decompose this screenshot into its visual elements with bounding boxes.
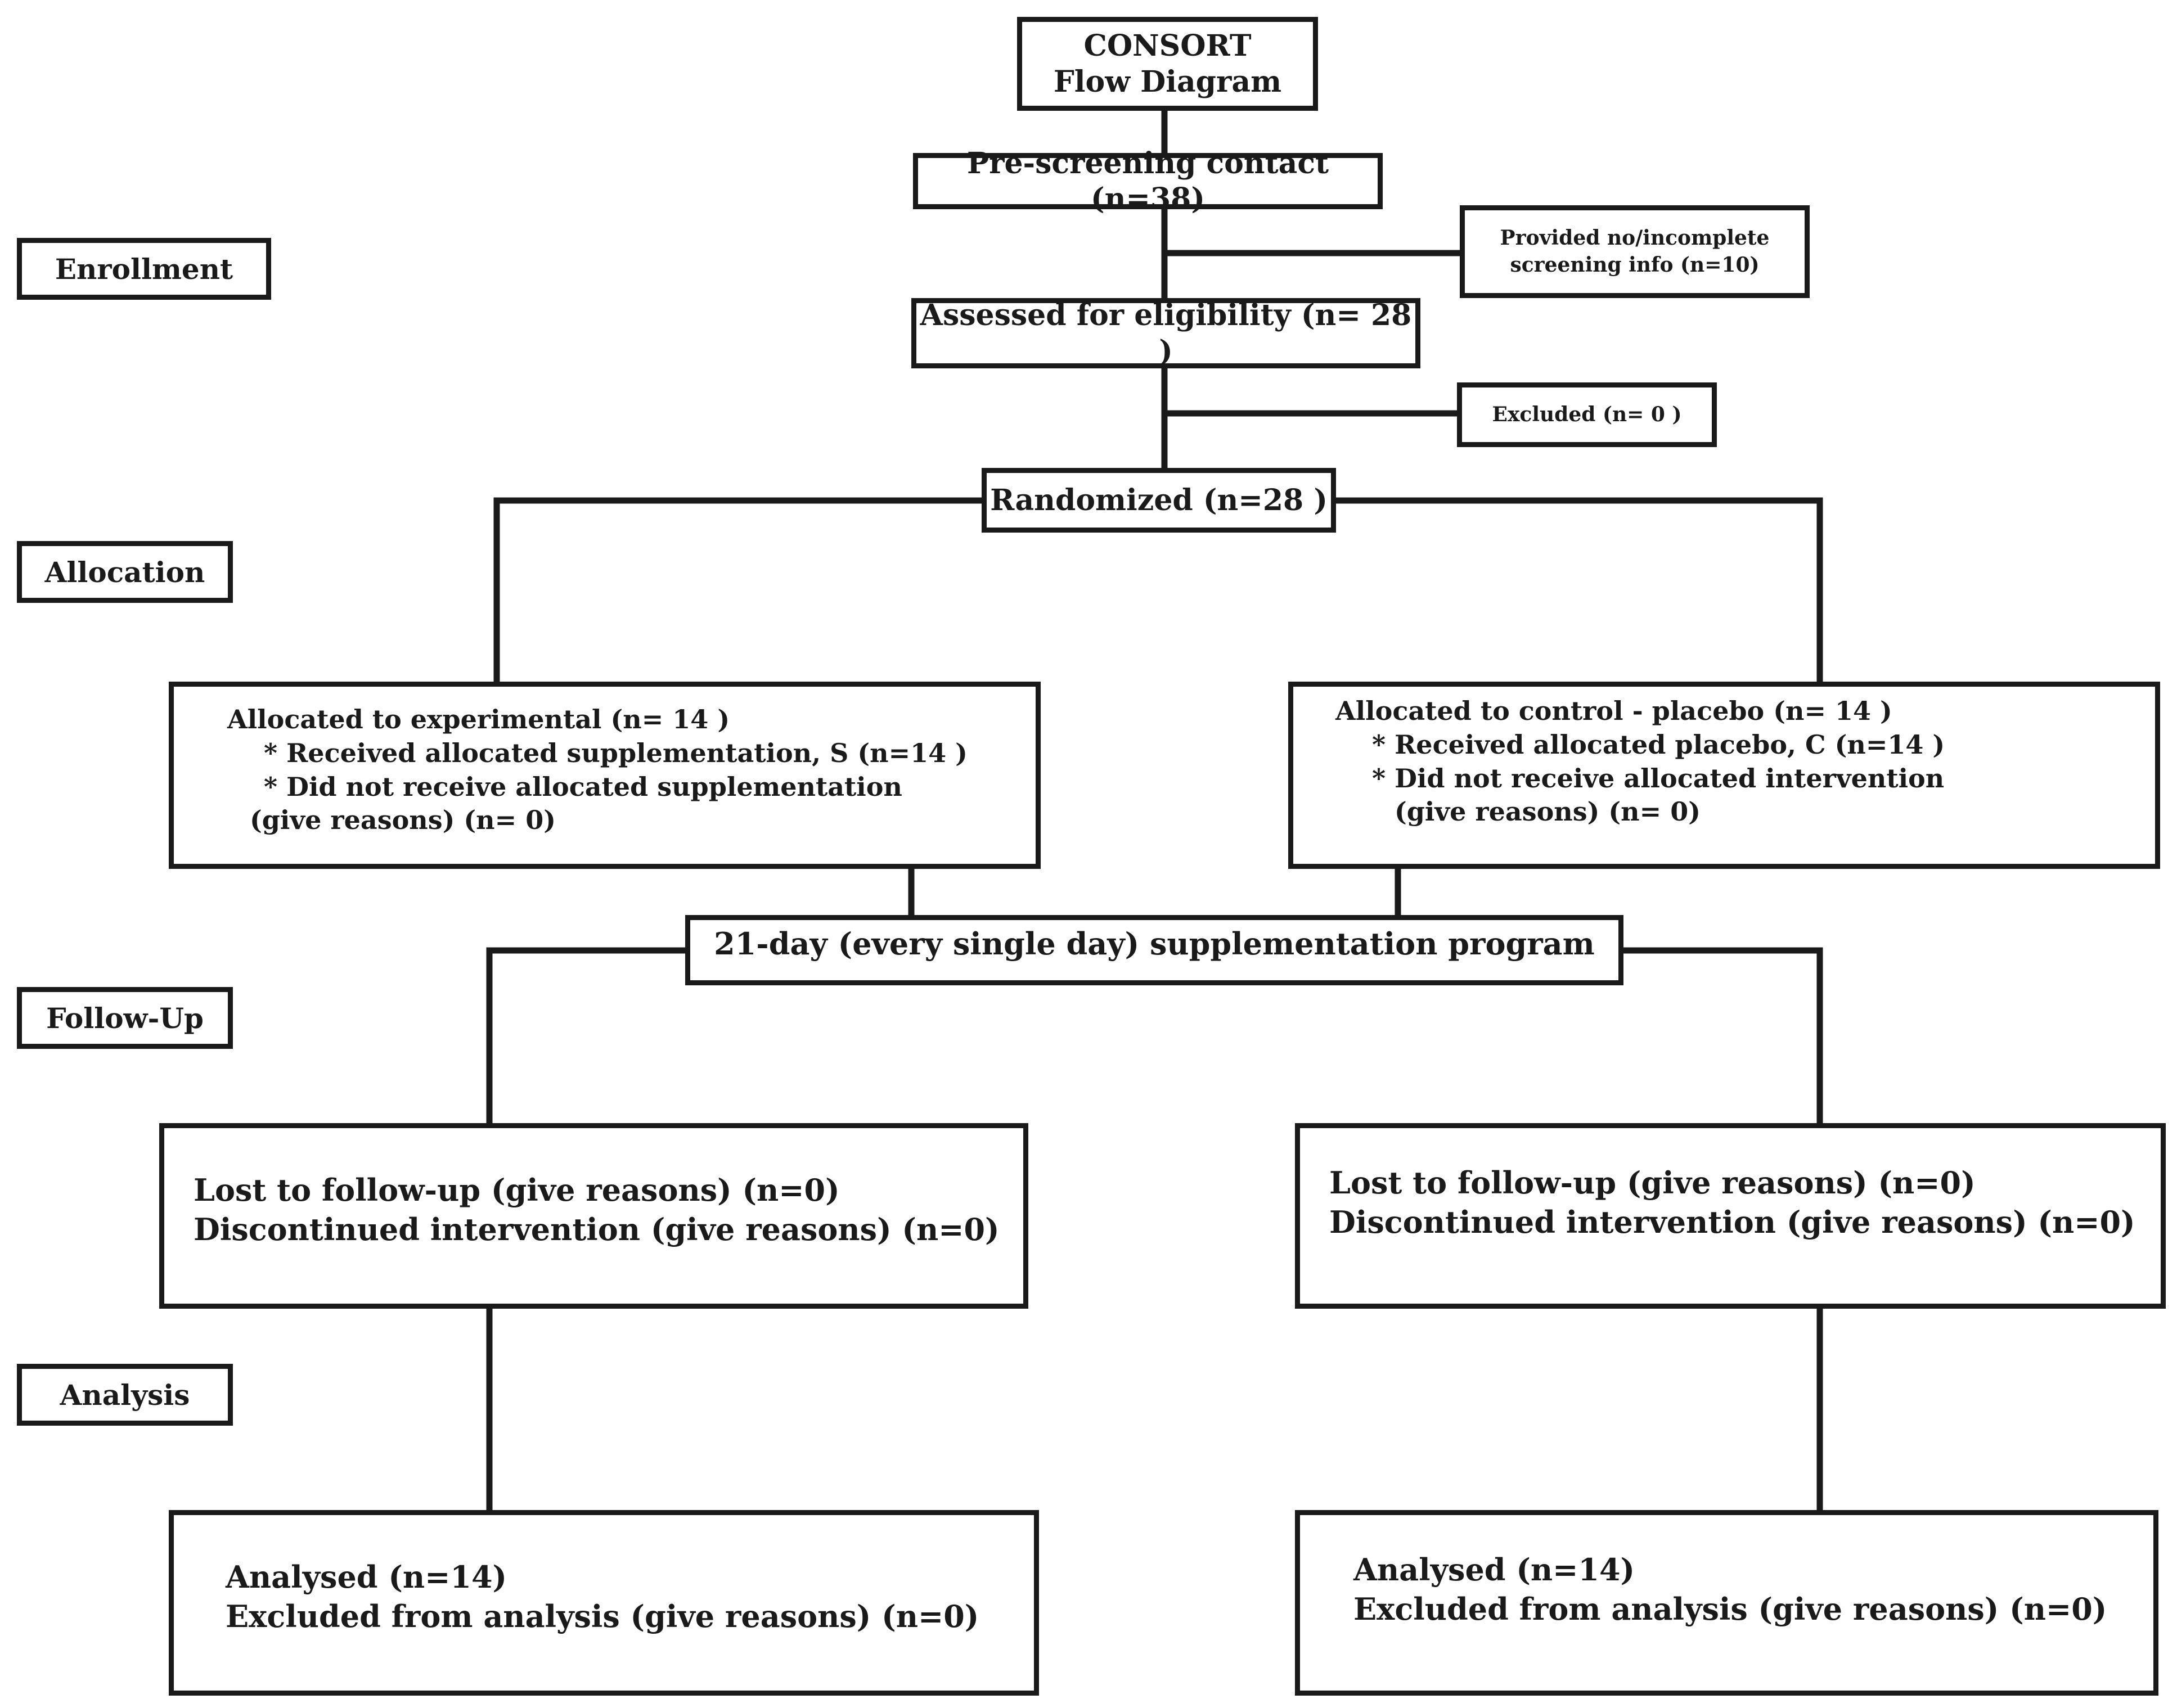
stage-label-allocation-text: Allocation [44, 555, 205, 589]
analysis-experimental-box: Analysed (n=14) Excluded from analysis (… [169, 1510, 1039, 1696]
analysis-control-line-1: Analysed (n=14) [1353, 1551, 1635, 1588]
follow-up-experimental-box: Lost to follow-up (give reasons) (n=0) D… [159, 1123, 1028, 1309]
program-box: 21-day (every single day) supplementatio… [685, 915, 1623, 985]
connector-randomized-experimental [493, 497, 987, 687]
assessed-text: Assessed for eligibility (n= 28 ) [920, 298, 1412, 368]
allocation-control-line-4: (give reasons) (n= 0) [1395, 796, 1701, 827]
prescreening-text: Pre-screening contact (n=38) [966, 146, 1329, 216]
connector-program-lost-experimental [486, 947, 691, 1129]
program-text: 21-day (every single day) supplementatio… [714, 926, 1595, 962]
no-info-line-1: Provided no/incomplete [1500, 226, 1770, 250]
follow-up-control-line-2: Discontinued intervention (give reasons)… [1329, 1204, 2135, 1240]
stage-label-follow-up-text: Follow-Up [46, 1001, 204, 1035]
allocation-experimental-box: Allocated to experimental (n= 14 ) * Rec… [169, 682, 1041, 869]
connector-program-lost-control [1618, 947, 1823, 1129]
no-info-box: Provided no/incomplete screening info (n… [1460, 205, 1810, 298]
follow-up-control-box: Lost to follow-up (give reasons) (n=0) D… [1295, 1123, 2166, 1309]
randomized-text: Randomized (n=28 ) [990, 483, 1328, 517]
follow-up-experimental-line-1: Lost to follow-up (give reasons) (n=0) [194, 1171, 840, 1208]
allocation-control-line-1: Allocated to control - placebo (n= 14 ) [1335, 695, 1892, 726]
excluded-text: Excluded (n= 0 ) [1492, 402, 1682, 426]
allocation-control-line-2: * Received allocated placebo, C (n=14 ) [1372, 729, 1945, 760]
allocation-control-line-3: * Did not receive allocated intervention [1372, 763, 1945, 794]
stage-label-enrollment: Enrollment [17, 238, 271, 300]
prescreening-box: Pre-screening contact (n=38) [913, 146, 1383, 216]
analysis-control-line-2: Excluded from analysis (give reasons) (n… [1353, 1591, 2107, 1627]
allocation-experimental-line-3: * Did not receive allocated supplementat… [264, 771, 902, 802]
assessed-box: Assessed for eligibility (n= 28 ) [911, 298, 1420, 368]
allocation-control-box: Allocated to control - placebo (n= 14 ) … [1288, 682, 2160, 869]
analysis-experimental-line-2: Excluded from analysis (give reasons) (n… [226, 1598, 979, 1634]
analysis-experimental-line-1: Analysed (n=14) [226, 1558, 507, 1595]
title-line-2: Flow Diagram [1053, 64, 1282, 99]
randomized-box: Randomized (n=28 ) [982, 468, 1336, 533]
allocation-experimental-line-2: * Received allocated supplementation, S … [264, 737, 968, 768]
follow-up-control-line-1: Lost to follow-up (give reasons) (n=0) [1329, 1164, 1976, 1201]
follow-up-experimental-line-2: Discontinued intervention (give reasons)… [194, 1211, 1000, 1247]
excluded-box: Excluded (n= 0 ) [1457, 382, 1717, 447]
connector-randomized-control [1330, 497, 1823, 687]
stage-label-enrollment-text: Enrollment [55, 252, 233, 286]
stage-label-analysis-text: Analysis [60, 1378, 190, 1412]
title-line-1: CONSORT [1083, 29, 1252, 64]
allocation-experimental-line-4: (give reasons) (n= 0) [250, 805, 556, 836]
stage-label-allocation: Allocation [17, 541, 233, 603]
stage-label-analysis: Analysis [17, 1364, 233, 1426]
analysis-control-box: Analysed (n=14) Excluded from analysis (… [1295, 1510, 2158, 1696]
title-box: CONSORT Flow Diagram [1017, 17, 1318, 111]
stage-label-follow-up: Follow-Up [17, 987, 233, 1049]
no-info-line-2: screening info (n=10) [1510, 253, 1760, 277]
allocation-experimental-line-1: Allocated to experimental (n= 14 ) [227, 704, 730, 734]
